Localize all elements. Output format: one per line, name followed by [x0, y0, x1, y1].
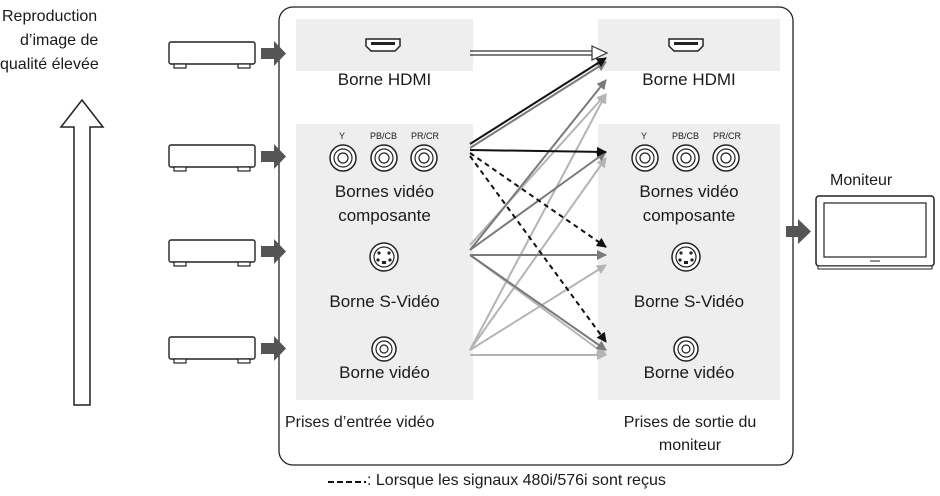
input-arrow-icon [261, 239, 286, 264]
output-video-label: Borne vidéo [643, 363, 735, 382]
quality-label-line3: qualité élevée [0, 56, 99, 73]
rca-jack-icon [672, 144, 700, 172]
output-section-caption-line1: Prises de sortie du [623, 414, 757, 431]
output-pb-label: PB/CB [672, 131, 700, 141]
legend-text: : Lorsque les signaux 480i/576i sont reç… [367, 472, 666, 489]
conversion-lines-black [469, 57, 607, 157]
input-arrow-icon [261, 144, 286, 169]
monitor-icon [815, 195, 935, 270]
conversion-lines-dashed [469, 152, 607, 343]
rca-jack-icon [631, 144, 659, 172]
quality-label-line2: d’image de [20, 32, 99, 49]
svideo-port-icon [369, 242, 399, 272]
input-video-label: Borne vidéo [339, 363, 430, 382]
output-pr-label: PR/CR [713, 131, 742, 141]
source-device-icon [168, 336, 256, 364]
hdmi-port-icon [365, 38, 401, 52]
input-arrow-icon [261, 336, 286, 361]
rca-jack-icon [371, 336, 397, 362]
output-arrow-icon [786, 219, 811, 244]
output-y-label: Y [641, 131, 648, 141]
monitor-label: Moniteur [830, 172, 893, 189]
source-device-icon [168, 239, 256, 267]
rca-jack-icon [370, 144, 398, 172]
output-section-caption-line2: moniteur [658, 437, 722, 454]
rca-jack-icon [712, 144, 740, 172]
hdmi-direct-arrow [470, 45, 609, 61]
input-arrow-icon [261, 41, 286, 66]
output-component-label-line2: composante [642, 206, 736, 225]
source-device-icon [168, 41, 256, 69]
svideo-port-icon [671, 242, 701, 272]
input-svideo-label: Borne S-Vidéo [329, 292, 440, 311]
rca-jack-icon [410, 144, 438, 172]
input-pb-label: PB/CB [370, 131, 398, 141]
rca-jack-icon [673, 336, 699, 362]
quality-arrow-icon [59, 98, 105, 406]
input-hdmi-label: Borne HDMI [337, 70, 432, 89]
input-pr-label: PR/CR [411, 131, 440, 141]
source-device-icon [168, 144, 256, 172]
input-component-label-line2: composante [338, 206, 431, 225]
input-section-caption: Prises d’entrée vidéo [285, 414, 435, 431]
rca-jack-icon [329, 144, 357, 172]
hdmi-port-icon [668, 38, 704, 52]
output-hdmi-label: Borne HDMI [642, 70, 736, 89]
input-component-label-line1: Bornes vidéo [334, 182, 435, 201]
output-svideo-label: Borne S-Vidéo [633, 292, 745, 311]
quality-label-line1: Reproduction [2, 8, 98, 25]
input-y-label: Y [339, 131, 346, 141]
output-component-label-line1: Bornes vidéo [639, 182, 739, 201]
